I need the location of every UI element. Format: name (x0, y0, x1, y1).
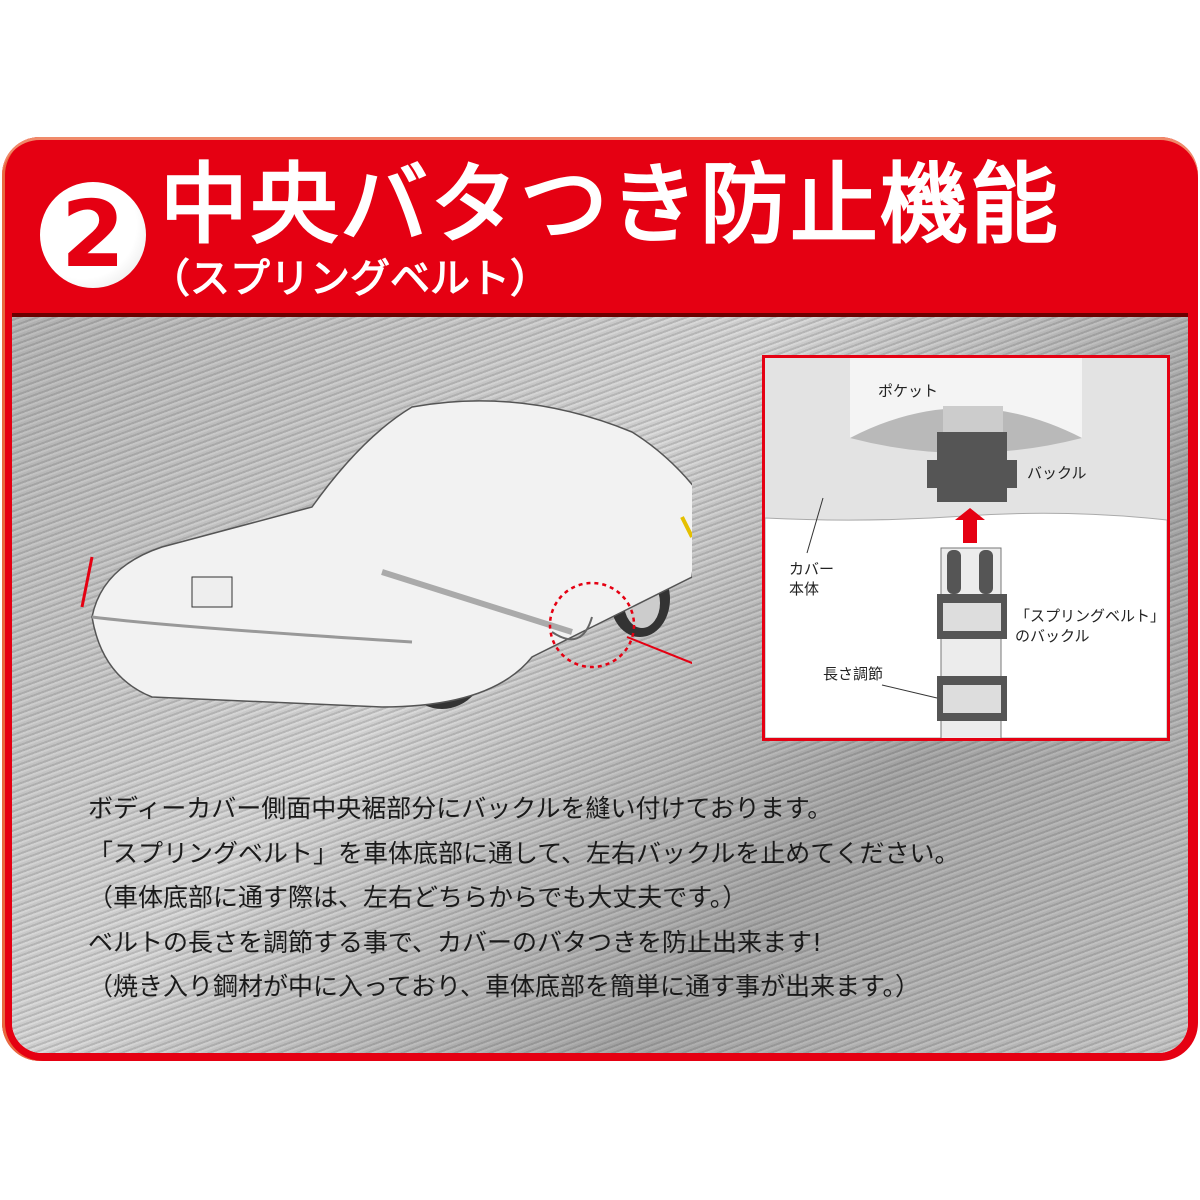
label-pocket: ポケット (878, 382, 939, 400)
label-cover-body-2: 本体 (789, 580, 820, 598)
label-cover-body-1: カバー (789, 560, 835, 578)
description: ボディーカバー側面中央裾部分にバックルを縫い付けております。 「スプリングベルト… (88, 787, 960, 1010)
description-line: ベルトの長さを調節する事で、カバーのバタつきを防止出来ます! (88, 927, 823, 957)
buckle-diagram-graphic (765, 358, 1167, 738)
buckle-female (937, 432, 1007, 502)
label-spring-belt-buckle-1: 「スプリングベルト」 (1015, 607, 1166, 625)
description-line: 「スプリングベルト」を車体底部に通して、左右バックルを止めてください。 (88, 838, 960, 868)
description-line: （車体底部に通す際は、左右どちらからでも大丈夫です。） (88, 883, 748, 912)
label-buckle: バックル (1027, 464, 1087, 482)
label-spring-belt-buckle-2: のバックル (1015, 627, 1090, 645)
logo-patch (191, 576, 233, 608)
buckle-detail-diagram: ポケット バックル カバー 本体 「スプリングベルト」 のバックル 長さ調節 (762, 355, 1170, 741)
description-line: （焼き入り鋼材が中に入っており、車体底部を簡単に通す事が出来ます。） (88, 972, 921, 1001)
feature-number-badge: 2 (40, 182, 146, 288)
feature-title: 中央バタつき防止機能 (160, 153, 1061, 256)
covered-car-illustration (80, 400, 692, 709)
description-line: ボディーカバー側面中央裾部分にバックルを縫い付けております。 (88, 794, 833, 823)
feature-subtitle: （スプリングベルト） (150, 256, 550, 302)
detail-circle (548, 581, 636, 669)
arrow-up-icon (955, 508, 985, 543)
label-length-adjust: 長さ調節 (823, 665, 884, 683)
spring-belt (381, 569, 573, 635)
content-area: ポケット バックル カバー 本体 「スプリングベルト」 のバックル 長さ調節 ボ… (12, 313, 1188, 1053)
